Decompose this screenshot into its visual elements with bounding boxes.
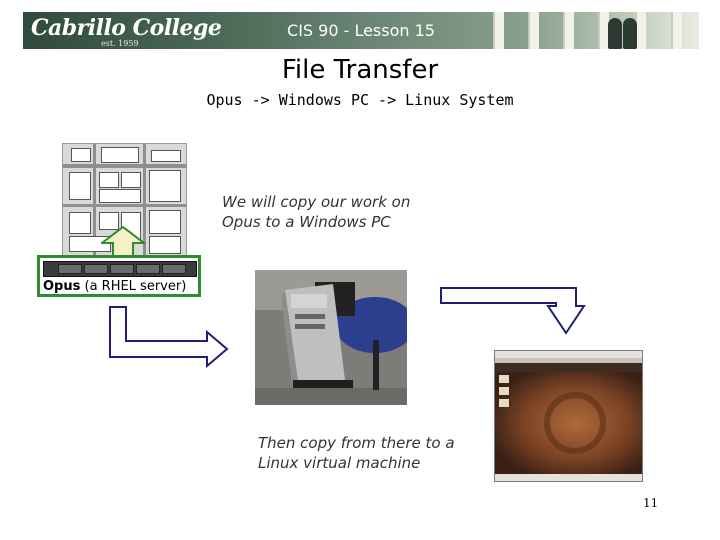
- page-number: 11: [643, 496, 658, 510]
- arrow-pc-to-linux-icon: [441, 288, 584, 333]
- arrow-server-to-pc-icon: [110, 307, 227, 366]
